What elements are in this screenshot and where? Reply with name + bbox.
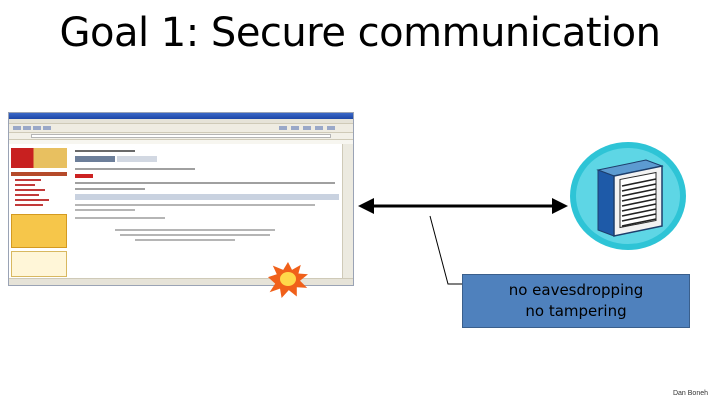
promo-banner [11,214,67,248]
explosion-core [280,272,296,286]
server-vents [621,178,657,227]
author-signature: Dan Boneh [672,390,708,397]
bank-logo [11,148,67,168]
browser-address-bar [9,133,353,140]
slide-title: Goal 1: Secure communication [59,10,661,56]
promo-box [11,251,67,277]
double-arrow-icon [358,198,568,214]
browser-scrollbar [342,144,353,279]
browser-titlebar [9,113,353,119]
browser-menubar [9,119,353,124]
server-icon [570,142,686,250]
callout-line-eavesdropping: no eavesdropping [508,281,644,299]
browser-screenshot [8,112,354,286]
callout-pointer [429,215,462,285]
browser-page [9,144,343,279]
page-content [75,150,339,275]
page-left-nav [11,148,67,277]
browser-toolbar [9,124,353,133]
security-callout: no eavesdropping no tampering [462,274,690,328]
browser-statusbar [9,278,353,285]
callout-line-tampering: no tampering [525,302,627,320]
